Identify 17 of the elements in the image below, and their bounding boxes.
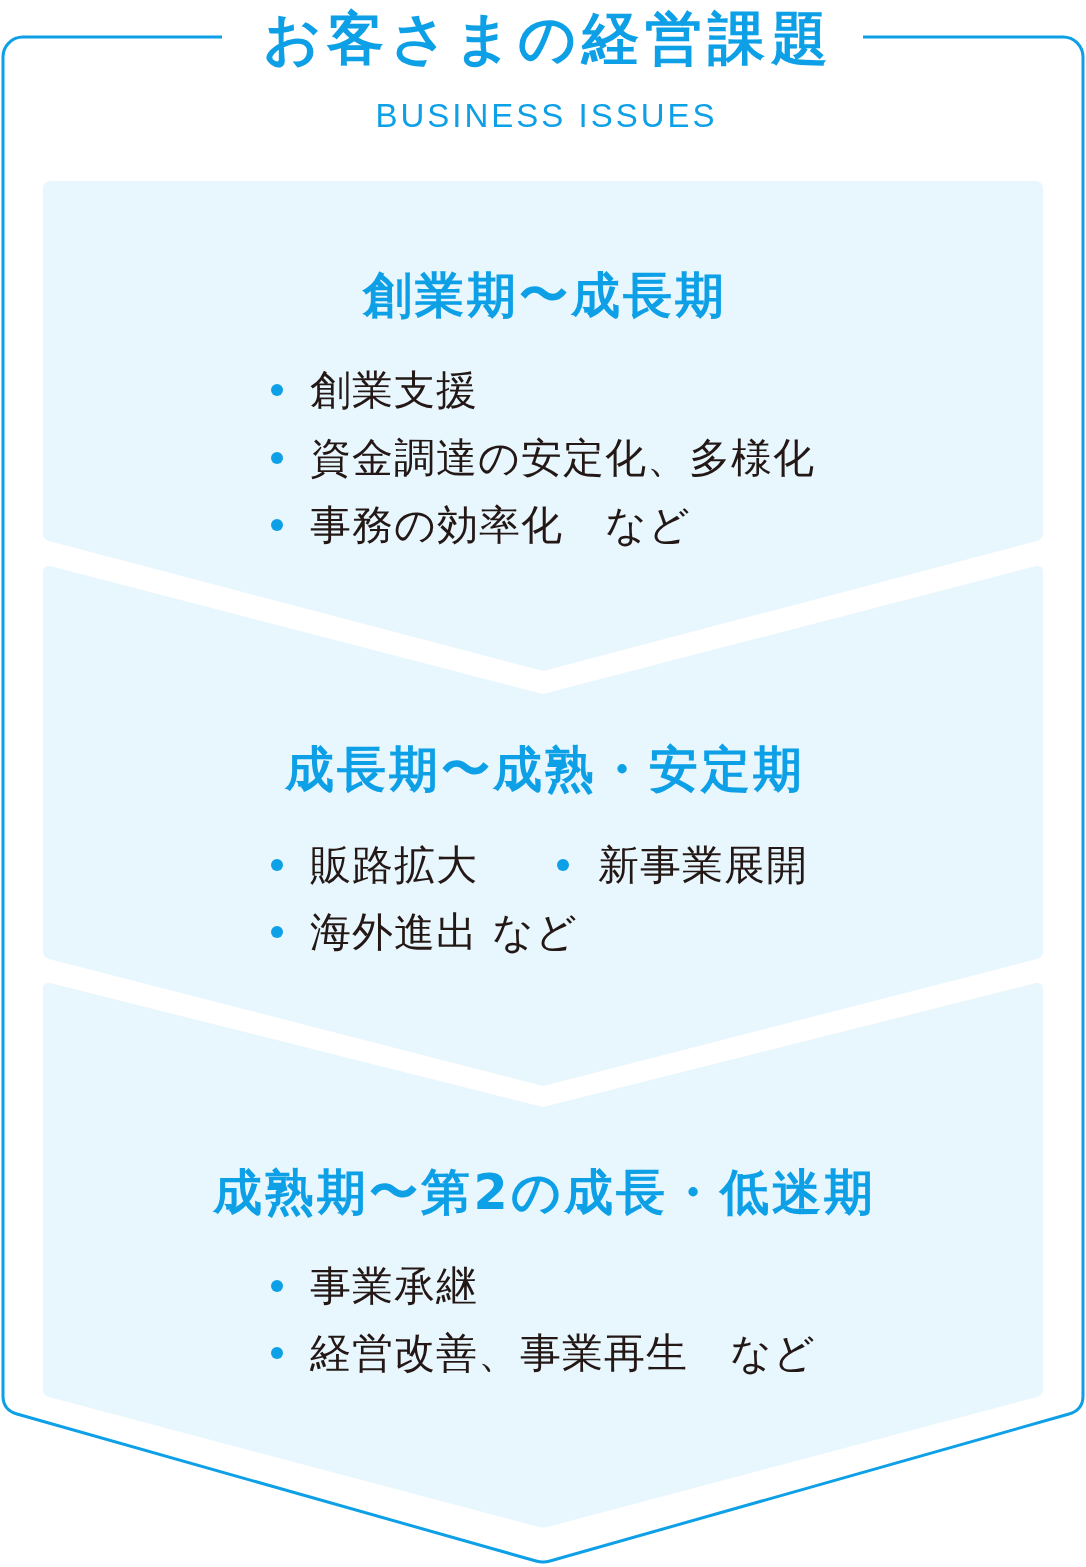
panel-heading: 成長期〜成熟・安定期	[284, 744, 805, 794]
bullet-text: 海外進出 など	[310, 911, 579, 953]
chevron-panel	[43, 564, 1043, 1086]
bullet-text: 事務の効率化 など	[310, 504, 691, 546]
title: お客さまの経営課題	[262, 9, 834, 67]
bullet-text: 経営改善、事業再生 など	[310, 1332, 816, 1374]
chevron-panel	[43, 981, 1043, 1528]
bullet-text: 新事業展開	[598, 844, 808, 886]
bullet-text: 事業承継	[310, 1265, 478, 1307]
subtitle: BUSINESS ISSUES	[375, 98, 718, 132]
chevron-frame	[1, 8, 1085, 1566]
bullet-text: 販路拡大	[310, 844, 478, 886]
bullet-text: 創業支援	[310, 369, 478, 411]
panel-heading: 成熟期〜第2の成長・低迷期	[213, 1167, 876, 1217]
bullet-text: 資金調達の安定化、多様化	[310, 437, 815, 479]
panel-heading: 創業期〜成長期	[362, 270, 727, 320]
chevron-panel	[43, 181, 1043, 671]
